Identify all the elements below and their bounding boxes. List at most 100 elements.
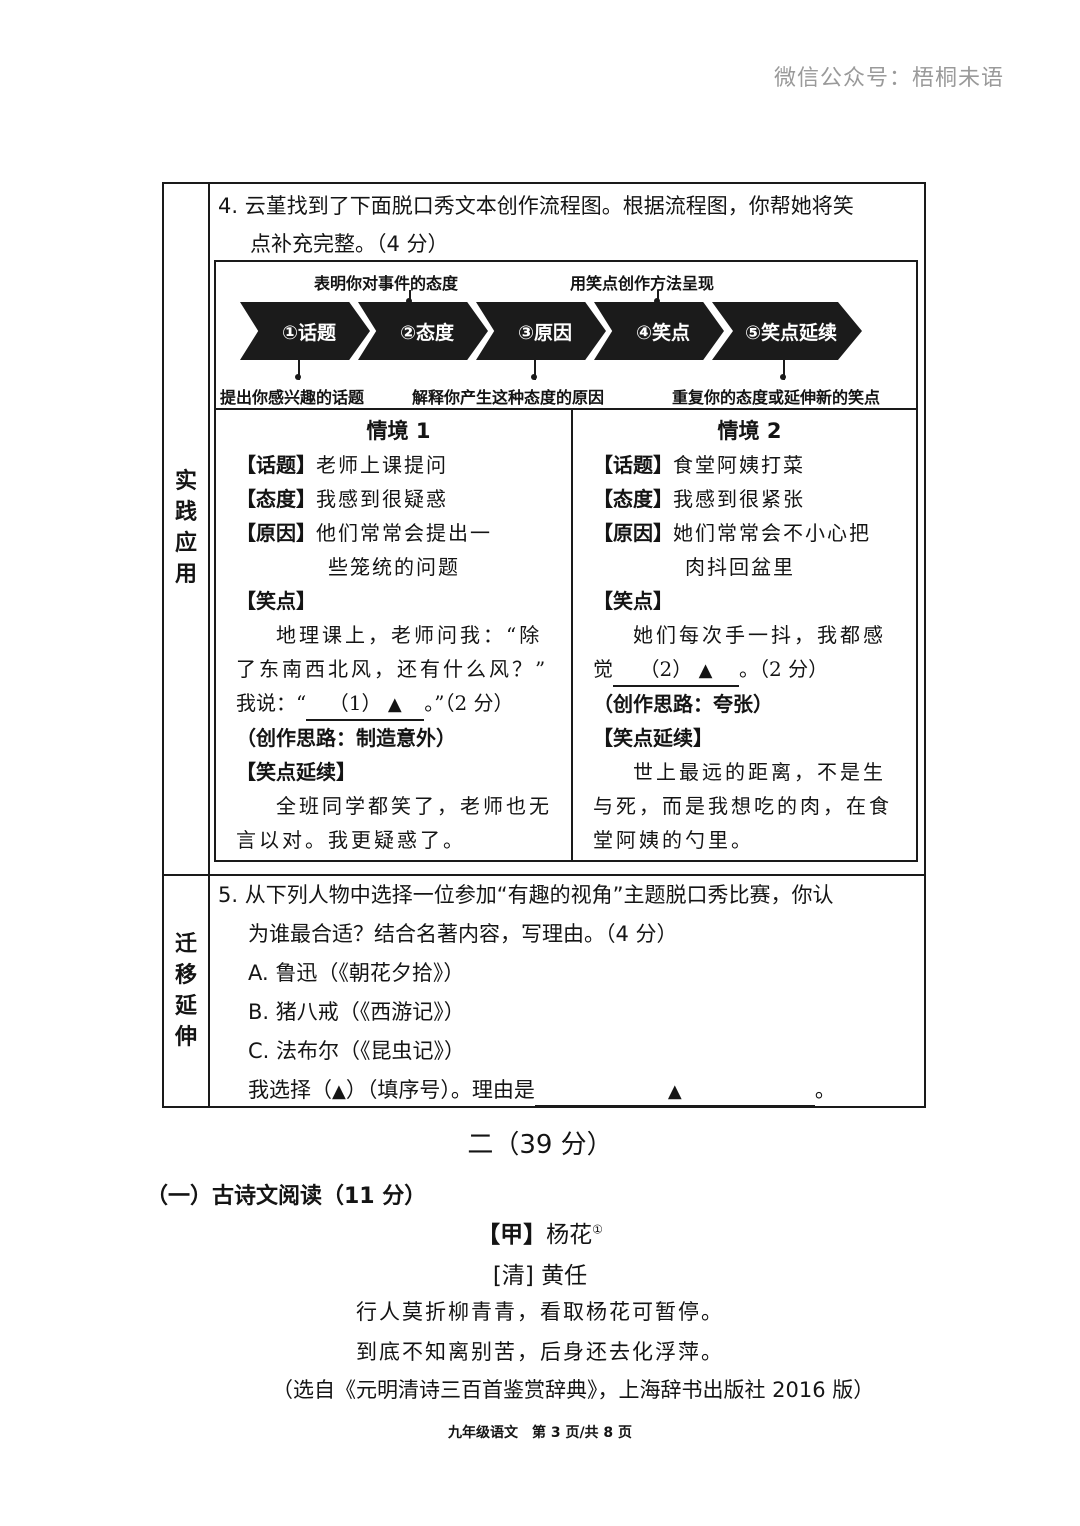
q5-answer-line: 我选择（▲）（填序号）。理由是▲。 xyxy=(218,1071,918,1111)
connector xyxy=(409,290,411,304)
cont-line: 言以对。我更疑惑了。 xyxy=(236,828,466,852)
attitude-value: 我感到很疑惑 xyxy=(316,487,448,511)
triangle-marker-icon: ▲ xyxy=(387,694,402,715)
scenario-1-joke-key: 【笑点】 xyxy=(236,589,316,613)
page-footer: 九年级语文 第 3 页/共 8 页 xyxy=(447,1425,633,1441)
scenario-1-joke: 地理课上，老师问我：“除 了东南西北风，还有什么风？” 我说：“（1） ▲。”（… xyxy=(236,618,561,721)
connector-dot xyxy=(654,298,660,304)
poem-title: 【甲】杨花① xyxy=(0,1215,1080,1249)
label-char: 用 xyxy=(174,562,197,587)
joke-line: 了东南西北风，还有什么风？” xyxy=(236,657,549,681)
topic-value: 老师上课提问 xyxy=(316,453,448,477)
flow-top-label-attitude: 表明你对事件的态度 xyxy=(314,274,459,293)
question-table: 实 践 应 用 迁 移 延 伸 4. 云堇找到了下面脱口秀文本创作流程图。根据流… xyxy=(162,182,926,1108)
connector xyxy=(657,290,659,304)
scenario-1-reason: 【原因】他们常常会提出一 xyxy=(236,516,561,550)
joke-line: 她们每次手一抖，我都感 xyxy=(633,623,886,647)
answer-prefix: 我说：“ xyxy=(236,691,307,715)
question-4: 4. 云堇找到了下面脱口秀文本创作流程图。根据流程图，你帮她将笑 点补充完整。（… xyxy=(218,187,918,263)
flow-bottom-label-continuation: 重复你的态度或延伸新的笑点 xyxy=(672,388,881,407)
blank-label: （2） xyxy=(639,657,693,681)
flow-step-topic: ①话题 xyxy=(240,302,370,360)
joke-line-answer: 觉（2） ▲。（2 分） xyxy=(593,652,906,687)
scenario-1-continuation: 全班同学都笑了，老师也无 言以对。我更疑惑了。 xyxy=(236,789,561,857)
section-2-title: 二（39 分） xyxy=(467,1130,613,1160)
attitude-key: 【态度】 xyxy=(236,487,316,511)
scenario-2-joke: 她们每次手一抖，我都感 觉（2） ▲。（2 分） xyxy=(593,618,906,687)
answer-suffix: 。”（2 分） xyxy=(424,691,514,715)
scenario-1-topic: 【话题】老师上课提问 xyxy=(236,448,561,482)
poem-author: [清] 黄任 xyxy=(492,1263,588,1289)
flow-top-label-joke: 用笑点创作方法呈现 xyxy=(570,274,715,293)
label-char: 移 xyxy=(174,963,197,988)
cont-line: 堂阿姨的勺里。 xyxy=(593,828,754,852)
answer-mid: ）（填序号）。理由是 xyxy=(345,1078,535,1102)
scenario-2-reason-cont: 肉抖回盆里 xyxy=(685,555,795,579)
scenario-2-attitude: 【态度】我感到很紧张 xyxy=(593,482,906,516)
poem-name: 杨花 xyxy=(546,1222,593,1248)
scenario-1-idea: （创作思路：制造意外） xyxy=(236,726,456,750)
label-char: 应 xyxy=(174,531,197,556)
scenario-2-cont-key: 【笑点延续】 xyxy=(593,726,713,750)
scenario-2-topic: 【话题】食堂阿姨打菜 xyxy=(593,448,906,482)
scenario-2: 情境 2 【话题】食堂阿姨打菜 【态度】我感到很紧张 【原因】她们常常会不小心把… xyxy=(572,410,918,862)
section-label-practice: 实 践 应 用 xyxy=(164,466,208,590)
side-column xyxy=(164,184,210,1106)
connector-dot xyxy=(406,298,412,304)
poem-line-1: 行人莫折柳青青，看取杨花可暂停。 xyxy=(356,1300,724,1324)
connector-dot xyxy=(295,374,301,380)
label-char: 实 xyxy=(174,469,197,494)
topic-key: 【话题】 xyxy=(236,453,316,477)
scenario-2-reason: 【原因】她们常常会不小心把 xyxy=(593,516,906,550)
q4-line1: 4. 云堇找到了下面脱口秀文本创作流程图。根据流程图，你帮她将笑 xyxy=(218,194,854,218)
answer-blank-1[interactable]: （1） ▲ xyxy=(306,689,425,721)
flow-bottom-label-reason: 解释你产生这种态度的原因 xyxy=(412,388,605,407)
triangle-marker-icon: ▲ xyxy=(698,660,713,681)
q5-option-c: C. 法布尔（《昆虫记》） xyxy=(248,1039,466,1063)
cont-line: 全班同学都笑了，老师也无 xyxy=(276,794,552,818)
flow-step-reason: ③原因 xyxy=(476,302,606,360)
label-char: 延 xyxy=(174,994,197,1019)
attitude-value: 我感到很紧张 xyxy=(673,487,805,511)
section-label-transfer: 迁 移 延 伸 xyxy=(164,929,208,1053)
q5-line1: 5. 从下列人物中选择一位参加“有趣的视角”主题脱口秀比赛，你认 xyxy=(218,883,834,907)
q4-line2: 点补充完整。（4 分） xyxy=(250,232,449,256)
answer-blank-2[interactable]: （2） ▲ xyxy=(613,655,739,687)
q5-line2: 为谁最合适？结合名著内容，写理由。（4 分） xyxy=(248,922,678,946)
flow-step-joke: ④笑点 xyxy=(594,302,724,360)
q5-option-a: A. 鲁迅（《朝花夕拾》） xyxy=(248,961,465,985)
reason-value: 她们常常会不小心把 xyxy=(673,521,871,545)
answer-prefix: 我选择（ xyxy=(248,1078,332,1102)
poem-line-2: 到底不知离别苦，后身还去化浮萍。 xyxy=(356,1340,724,1364)
connector xyxy=(298,360,300,380)
cont-line: 世上最远的距离，不是生 xyxy=(633,760,886,784)
label-char: 伸 xyxy=(174,1025,197,1050)
scenario-2-joke-key: 【笑点】 xyxy=(593,589,673,613)
scenario-2-idea: （创作思路：夸张） xyxy=(593,692,773,716)
watermark: 微信公众号：梧桐未语 xyxy=(774,66,1005,91)
topic-key: 【话题】 xyxy=(593,453,673,477)
reason-key: 【原因】 xyxy=(593,521,673,545)
connector-dot xyxy=(531,374,537,380)
topic-value: 食堂阿姨打菜 xyxy=(673,453,805,477)
label-char: 迁 xyxy=(174,932,197,957)
answer-suffix: 。（2 分） xyxy=(739,657,829,681)
triangle-marker-icon: ▲ xyxy=(667,1081,682,1102)
connector xyxy=(534,360,536,380)
q5-option-b: B. 猪八戒（《西游记》） xyxy=(248,1000,465,1024)
answer-end: 。 xyxy=(814,1078,836,1102)
section-2-subtitle: （一）古诗文阅读（11 分） xyxy=(146,1184,427,1209)
scenario-1: 情境 1 【话题】老师上课提问 【态度】我感到很疑惑 【原因】他们常常会提出一 … xyxy=(214,410,572,862)
flow-step-attitude: ②态度 xyxy=(358,302,488,360)
poem-source: （选自《元明清诗三百首鉴赏辞典》，上海辞书出版社 2016 版） xyxy=(272,1378,875,1402)
joke-line-answer: 我说：“（1） ▲。”（2 分） xyxy=(236,686,561,721)
connector-dot xyxy=(780,374,786,380)
answer-prefix: 觉 xyxy=(593,657,613,681)
row-divider xyxy=(164,874,924,876)
scenario-2-title: 情境 2 xyxy=(717,419,782,443)
joke-line: 地理课上，老师问我：“除 xyxy=(276,623,543,647)
choice-blank-triangle-icon[interactable]: ▲ xyxy=(332,1081,346,1102)
scenario-1-title: 情境 1 xyxy=(366,419,431,443)
reason-blank[interactable]: ▲ xyxy=(534,1077,815,1107)
flow-step-joke-continuation: ⑤笑点延续 xyxy=(712,302,862,360)
